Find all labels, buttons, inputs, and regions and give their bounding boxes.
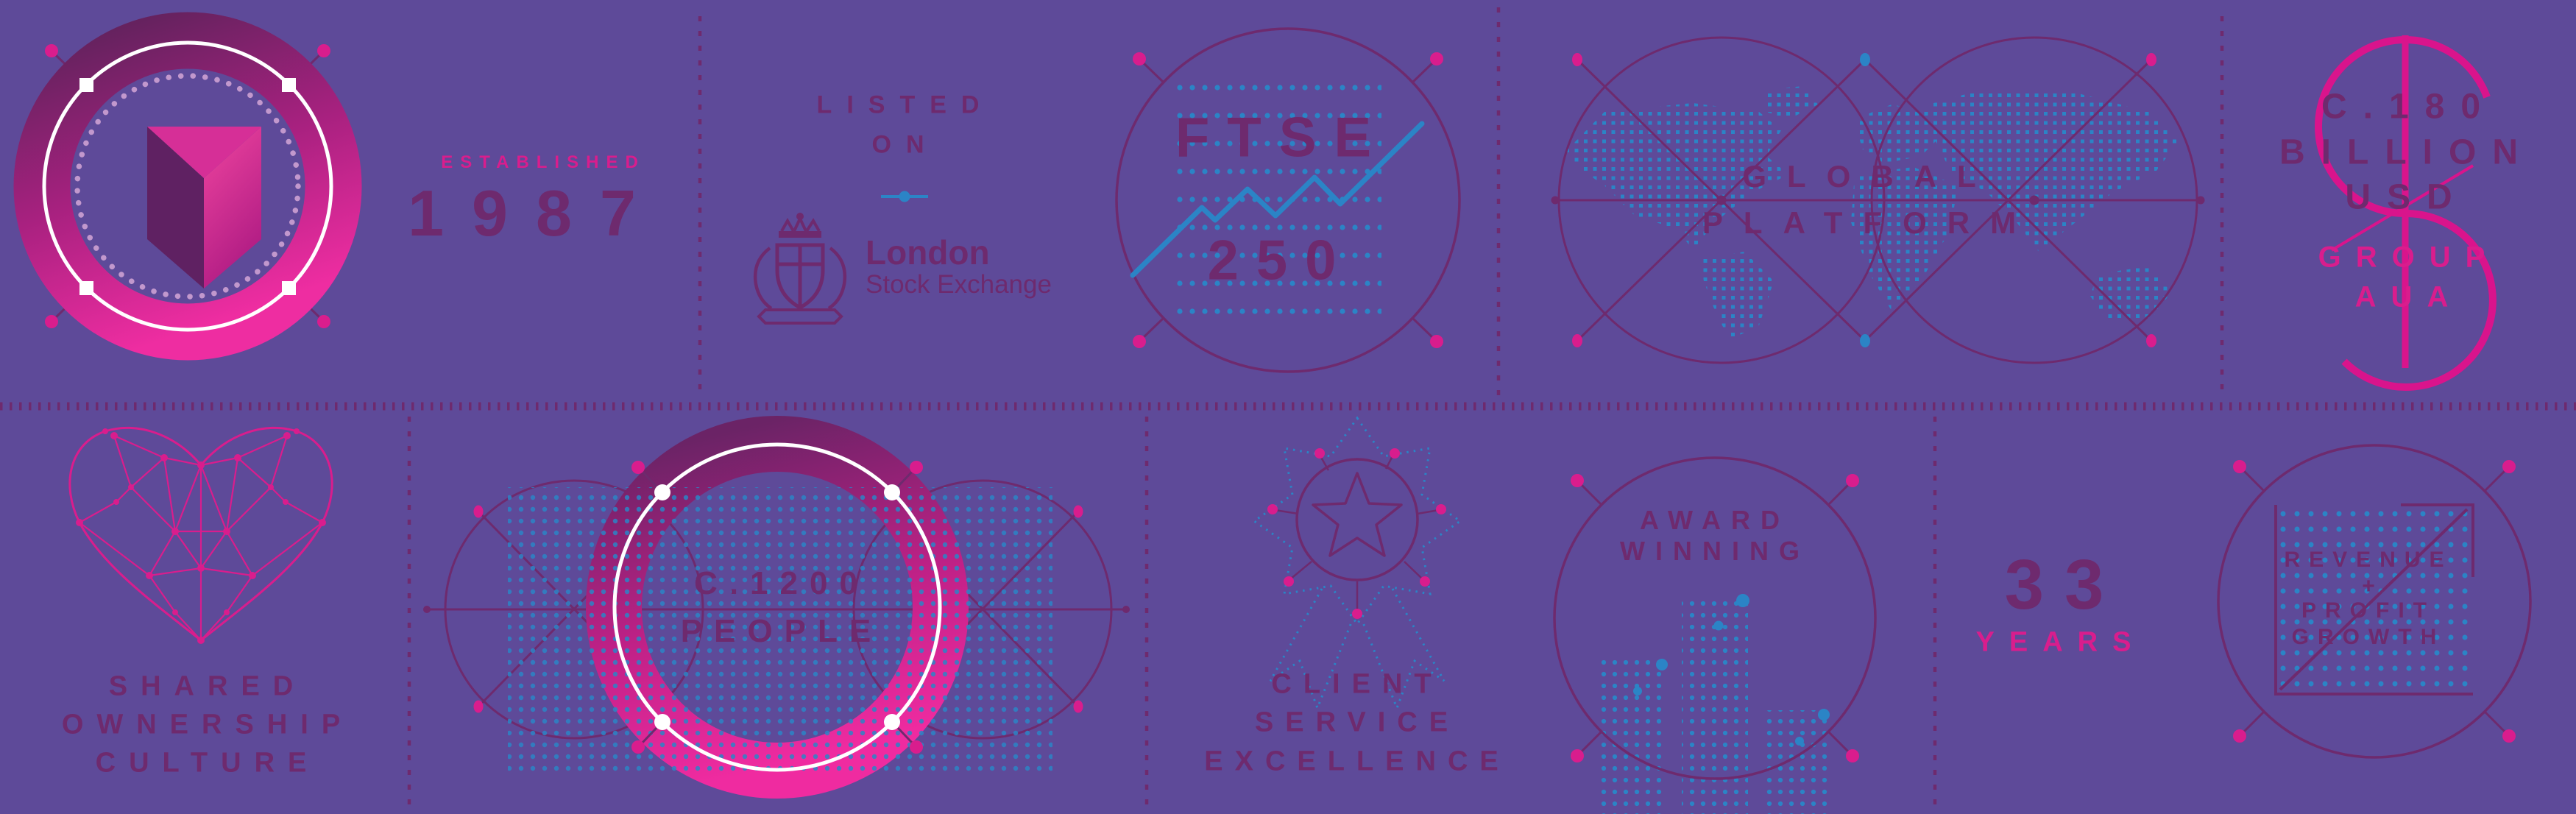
aua-label1: GROUP (2318, 241, 2500, 274)
bar-chart-dots-icon (1601, 594, 1830, 814)
people-label: PEOPLE (680, 613, 883, 649)
award-line2: WINNING (1620, 536, 1810, 566)
award-line1: AWARD (1640, 505, 1790, 535)
lse-name: London (866, 233, 990, 272)
ftse-dot-rows (1172, 82, 1381, 336)
aua-label2: AUA (2354, 280, 2463, 314)
client-line1: CLIENT (1271, 668, 1443, 700)
heart-network-icon (68, 426, 333, 644)
listed-on-line2: ON (871, 130, 939, 159)
growth-arrow-icon (2274, 503, 2474, 696)
culture-line3: CULTURE (95, 747, 320, 779)
people-badge-group (423, 416, 1130, 799)
award-rosette-icon (1252, 416, 1462, 712)
people-dot-field (508, 487, 1052, 774)
lse-crest-icon (753, 213, 847, 325)
growth-line2: + (2362, 574, 2375, 598)
years-label: YEARS (1975, 626, 2146, 658)
global-platform-graphic (1551, 36, 2205, 364)
global-line1: GLOBAL (1742, 159, 1997, 194)
aua-unit2: USD (2345, 177, 2469, 217)
world-map (1566, 86, 2179, 340)
global-line2: PLATFORM (1702, 205, 2037, 240)
aua-value: C.180 (2321, 87, 2497, 127)
award-winning-circle (1553, 456, 1877, 814)
growth-line1: REVENUE (2284, 548, 2453, 572)
client-line2: SERVICE (1254, 707, 1460, 738)
culture-line1: SHARED (108, 670, 307, 702)
culture-line2: OWNERSHIP (61, 709, 354, 740)
company-logo-badge (13, 12, 362, 361)
ftse-250-circle (1115, 27, 1461, 373)
divider-lines (0, 7, 2576, 808)
lse-subname: Stock Exchange (866, 270, 1052, 299)
ftse-index: FTSE (1175, 106, 1390, 169)
established-year: 1987 (408, 177, 664, 249)
trend-line-icon (1130, 121, 1425, 278)
growth-line3: PROFIT (2301, 598, 2435, 623)
prism-logo-icon (147, 127, 261, 289)
aua-unit1: BILLION (2279, 132, 2534, 172)
listed-on-separator (881, 191, 928, 202)
years-value: 33 (2004, 545, 2125, 624)
ftse-number: 250 (1207, 229, 1354, 292)
client-line3: EXCELLENCE (1204, 746, 1510, 777)
established-label: ESTABLISHED (441, 152, 645, 172)
dollar-sign-icon (2315, 35, 2497, 391)
people-value: C.1200 (694, 565, 869, 601)
growth-line4: GROWTH (2291, 625, 2446, 649)
listed-on-line1: LISTED (816, 91, 994, 119)
growth-chart-circle (2217, 444, 2532, 759)
